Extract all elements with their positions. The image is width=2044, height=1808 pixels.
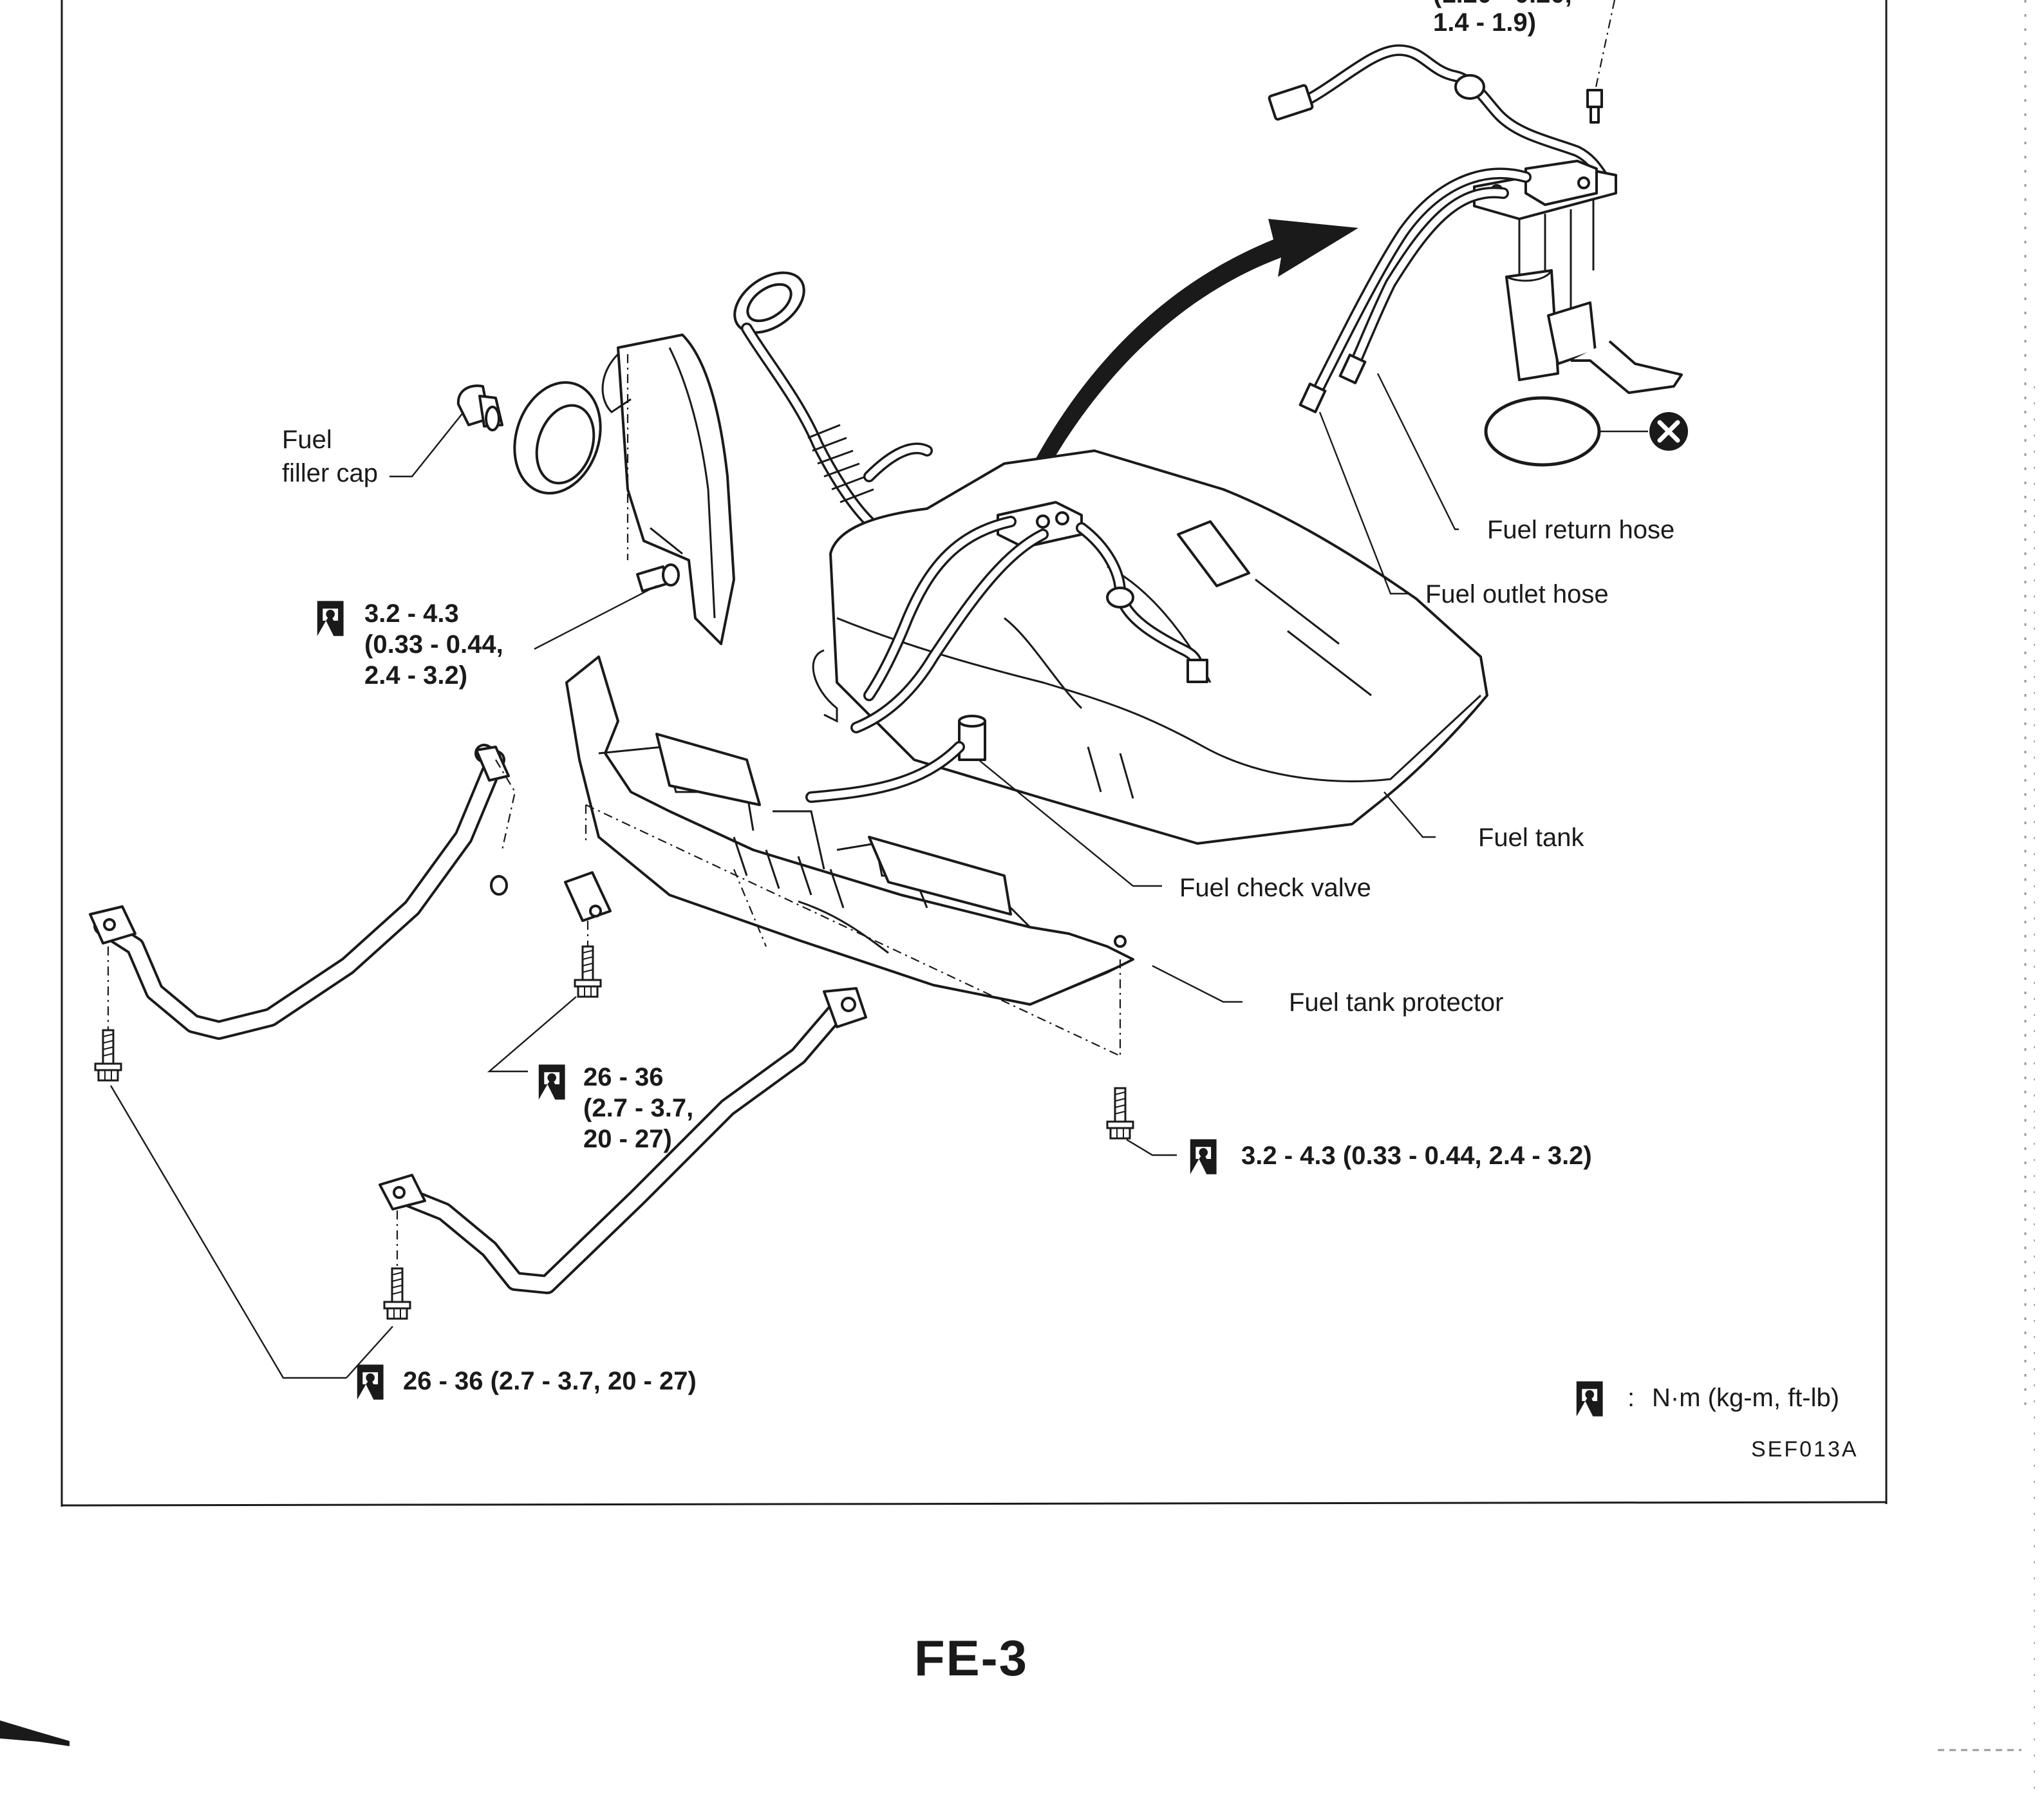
curved-arrow-icon bbox=[1024, 219, 1358, 489]
filler-seal-ring bbox=[513, 381, 602, 494]
mount-torque-line-1: 26 - 36 bbox=[583, 1063, 664, 1091]
bracket-bolt bbox=[636, 563, 680, 592]
torque-wrench-icon bbox=[357, 1364, 384, 1400]
page-number: FE-3 bbox=[914, 1630, 1028, 1686]
top-torque-line-2: 1.4 - 1.9) bbox=[1433, 8, 1536, 37]
strap-bolt-right bbox=[383, 1267, 411, 1320]
torque-wrench-icon bbox=[317, 601, 344, 636]
fuel-tank-protector bbox=[565, 655, 1134, 1057]
pump-screw bbox=[1586, 89, 1603, 124]
fuel-filler-cap bbox=[456, 384, 503, 431]
fuel-tank-protector-label: Fuel tank protector bbox=[1289, 988, 1504, 1017]
fuel-return-hose-label: Fuel return hose bbox=[1487, 516, 1674, 544]
top-torque-line-1: (1.20 - 0.20, bbox=[1433, 0, 1572, 8]
protector-bolt bbox=[1106, 1087, 1134, 1140]
fuel-tank bbox=[812, 449, 1488, 845]
leader-lines bbox=[109, 373, 1459, 1379]
fuel-filler-cap-label-2: filler cap bbox=[282, 459, 378, 487]
strap-torque-label: 26 - 36 (2.7 - 3.7, 20 - 27) bbox=[403, 1367, 697, 1395]
fuel-check-valve bbox=[805, 715, 986, 803]
fuel-check-valve-label: Fuel check valve bbox=[1179, 874, 1371, 902]
fuel-outlet-hose-label: Fuel outlet hose bbox=[1425, 580, 1609, 608]
fuel-pump bbox=[1505, 269, 1559, 381]
protector-torque-label: 3.2 - 4.3 (0.33 - 0.44, 2.4 - 3.2) bbox=[1241, 1142, 1592, 1170]
bracket-torque-line-3: 2.4 - 3.2) bbox=[364, 661, 467, 690]
figure-code: SEF013A bbox=[1751, 1437, 1859, 1462]
fuel-tank-strap-left bbox=[89, 744, 510, 1040]
strap-mount-bracket bbox=[490, 871, 612, 922]
filler-bracket bbox=[601, 334, 735, 645]
bracket-torque-line-1: 3.2 - 4.3 bbox=[364, 599, 459, 628]
do-not-reuse-x-icon bbox=[1649, 412, 1688, 451]
harness-connector bbox=[1268, 84, 1314, 121]
torque-wrench-icon bbox=[538, 1064, 565, 1100]
fuel-filler-tube bbox=[733, 271, 933, 527]
torque-wrench-icon bbox=[1190, 1139, 1217, 1174]
mount-torque-line-2: (2.7 - 3.7, bbox=[583, 1094, 693, 1122]
strap-mount-bolt bbox=[574, 945, 602, 998]
mount-torque-line-3: 20 - 27) bbox=[583, 1125, 672, 1153]
harness-grommet bbox=[1454, 74, 1485, 100]
legend-unit: N·m (kg-m, ft-lb) bbox=[1652, 1384, 1839, 1412]
pump-o-ring bbox=[1484, 396, 1601, 467]
torque-wrench-icon bbox=[1576, 1381, 1603, 1417]
fuel-pump-unit bbox=[1268, 0, 1683, 467]
strap-bolt-left bbox=[94, 1029, 122, 1082]
bracket-torque-line-2: (0.33 - 0.44, bbox=[364, 630, 503, 659]
fuel-tank-label: Fuel tank bbox=[1478, 824, 1585, 852]
fuel-filler-cap-label: Fuel bbox=[282, 426, 332, 454]
legend-separator: : bbox=[1627, 1384, 1635, 1412]
fuel-tank-strap-right bbox=[379, 987, 867, 1294]
